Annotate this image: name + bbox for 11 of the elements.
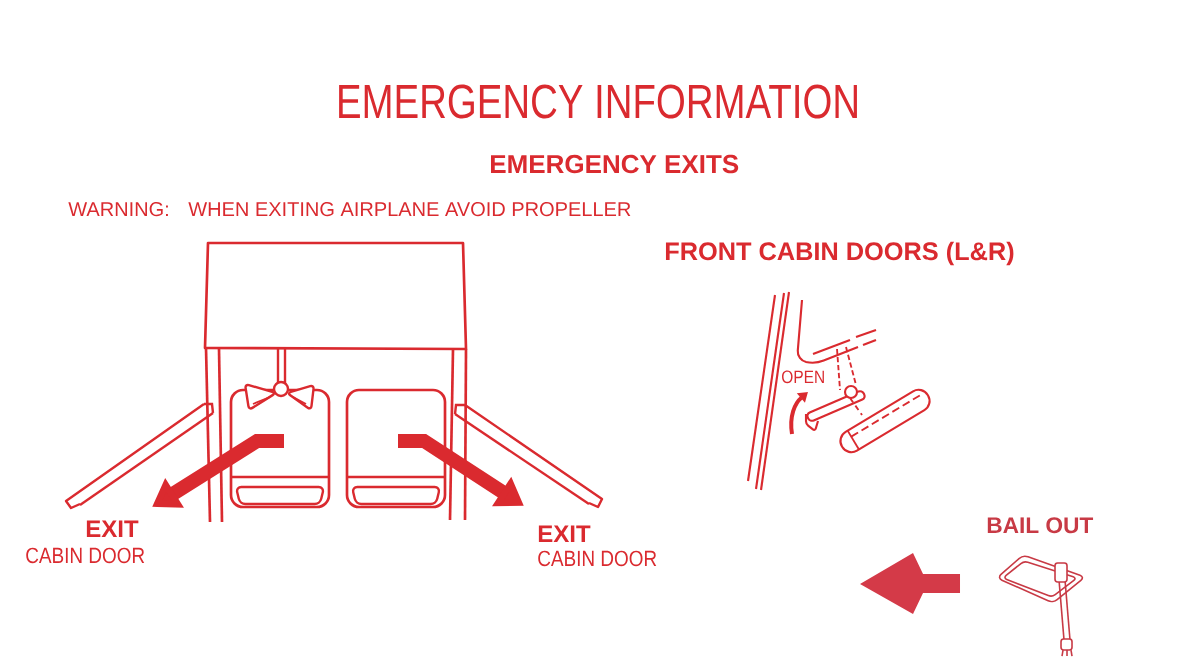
section-heading: FRONT CABIN DOORS (L&R) xyxy=(665,241,1014,266)
exit-label: EXIT xyxy=(538,525,591,542)
door-label: CABIN DOOR xyxy=(538,550,657,567)
section-heading: BAIL OUT xyxy=(987,517,1094,534)
warning-text: WHEN EXITING AIRPLANE AVOID PROPELLER xyxy=(188,202,631,217)
warning-label: WARNING: xyxy=(68,202,168,217)
exit-label: EXIT xyxy=(86,520,139,537)
door-label: CABIN DOOR xyxy=(26,547,145,564)
open-label: OPEN xyxy=(782,370,824,384)
title: EMERGENCY INFORMATION xyxy=(339,84,857,119)
subheading: EMERGENCY EXITS xyxy=(491,154,739,174)
